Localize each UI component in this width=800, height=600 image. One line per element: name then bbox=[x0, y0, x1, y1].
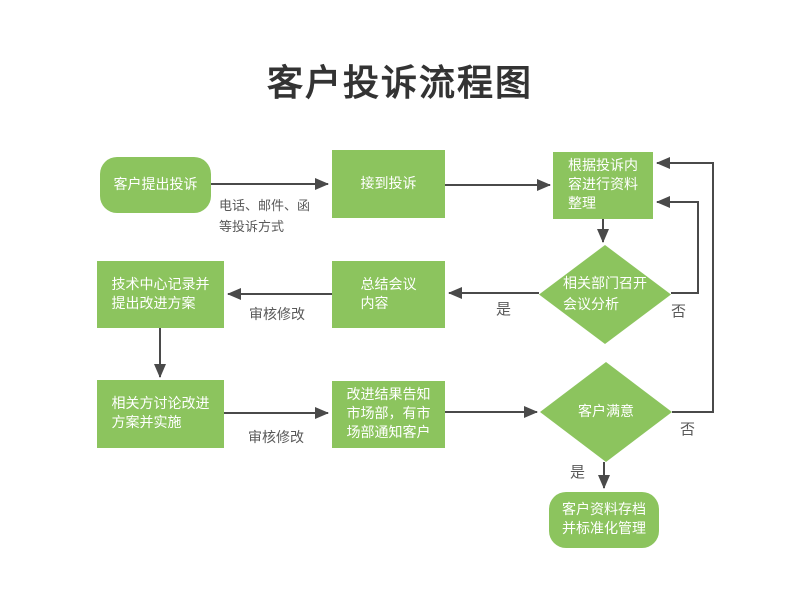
edge-label-review-2: 审核修改 bbox=[248, 430, 304, 446]
edge-label-review-1: 审核修改 bbox=[249, 307, 305, 323]
node-notify: 改进结果告知 市场部，有市 场部通知客户 bbox=[332, 381, 445, 448]
node-summary: 总结会议 内容 bbox=[332, 261, 445, 328]
node-implement: 相关方讨论改进 方案并实施 bbox=[97, 380, 224, 448]
edge-satisfied-no-loop bbox=[656, 157, 714, 413]
edge-label-yes-satisfied: 是 bbox=[570, 463, 586, 481]
edge-label-no-satisfied: 否 bbox=[680, 420, 696, 438]
page-title: 客户投诉流程图 bbox=[266, 63, 533, 104]
node-organize: 根据投诉内 容进行资料 整理 bbox=[553, 152, 653, 219]
edge-meeting-no-loop bbox=[656, 196, 699, 294]
edge-label-yes-meeting: 是 bbox=[496, 300, 512, 318]
edge-label-no-meeting: 否 bbox=[671, 302, 687, 320]
node-archive: 客户资料存档 并标准化管理 bbox=[549, 492, 659, 548]
node-receive: 接到投诉 bbox=[332, 150, 445, 218]
edge-label-contact-method: 电话、邮件、函 等投诉方式 bbox=[219, 199, 311, 235]
node-record: 技术中心记录并 提出改进方案 bbox=[97, 261, 224, 328]
node-start: 客户提出投诉 bbox=[100, 157, 211, 213]
